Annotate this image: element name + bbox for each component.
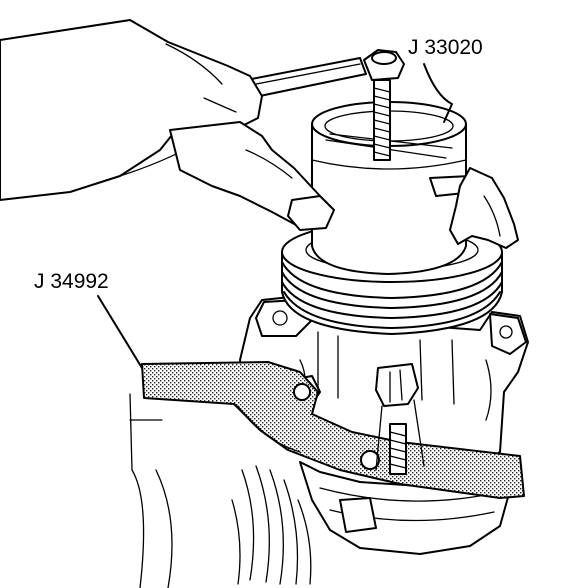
mount-bracket: [129, 393, 173, 588]
callout-leader-top: [423, 63, 453, 123]
center-bolt: [375, 363, 425, 475]
holding-fixture-tool: [141, 361, 525, 499]
technician-hands: [0, 19, 519, 249]
callout-label-left: J 34992: [34, 270, 109, 293]
puller-cup-tool: [311, 101, 475, 275]
callout-label-top: J 33020: [408, 36, 483, 59]
callout-leader-left: [97, 295, 143, 369]
forcing-screw: [235, 49, 405, 161]
